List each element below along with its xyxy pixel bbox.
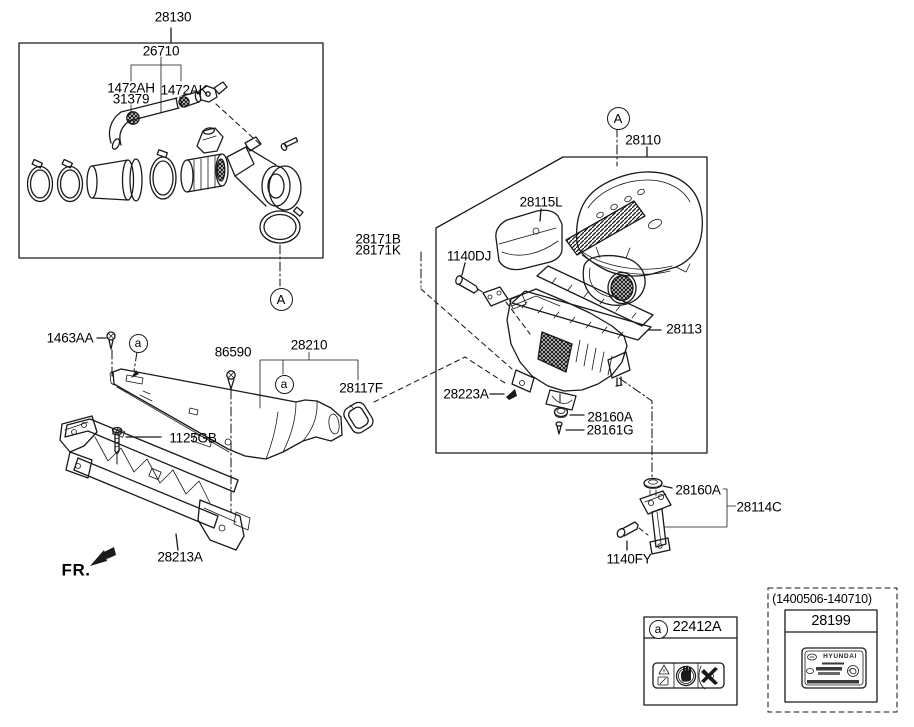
air-cleaner-box (420, 127, 708, 478)
label-marker-a-28210: a (274, 374, 294, 394)
callout-1140FY: 1140FY (606, 551, 652, 567)
view-marker-A-cleaner: A (606, 106, 630, 130)
legend-caution-code: 22412A (672, 618, 722, 635)
callout-1472AH: 1472AH (107, 80, 155, 96)
legend-date-range: (1400506-140710) (772, 591, 872, 606)
mounting-bracket-group (616, 477, 737, 555)
callout-1140DJ: 1140DJ (446, 248, 492, 264)
callout-28160A: 28160A (587, 409, 633, 425)
callout-28117F: 28117F (339, 380, 383, 396)
callout-86590: 86590 (214, 344, 252, 360)
callout-1463AA: 1463AA (46, 330, 94, 346)
info-label-legend-box (767, 587, 898, 713)
callout-28171K: 28171K (355, 242, 401, 258)
legend-marker-a: a (648, 619, 668, 639)
callout-26710: 26710 (142, 43, 180, 59)
callout-28114C: 28114C (736, 499, 782, 515)
callout-28161G: 28161G (586, 422, 634, 438)
air-guide-duct-group (59, 331, 506, 566)
front-direction-label: FR. (61, 560, 91, 580)
label-marker-a-duct: a (128, 333, 148, 353)
callout-28210: 28210 (290, 337, 328, 353)
callout-28223A: 28223A (443, 386, 489, 402)
caution-legend-box (643, 616, 738, 706)
callout-28213A: 28213A (157, 549, 203, 565)
callout-28171B: 28171B (355, 231, 401, 247)
hyundai-sticker-text: HYUNDAI (823, 652, 857, 660)
callout-28160A-bracket: 28160A (675, 482, 721, 498)
callout-28113: 28113 (666, 321, 702, 337)
callout-31379: 31379 (112, 91, 150, 107)
view-marker-A-hose: A (269, 287, 293, 311)
callout-28110: 28110 (625, 132, 661, 148)
callout-28115L: 28115L (519, 194, 563, 210)
legend-label-code: 28199 (811, 612, 851, 629)
intake-hose-box (18, 27, 324, 287)
callout-1125GB: 1125GB (169, 430, 217, 446)
callout-28130: 28130 (154, 9, 192, 25)
callout-1472AK: 1472AK (160, 82, 208, 98)
